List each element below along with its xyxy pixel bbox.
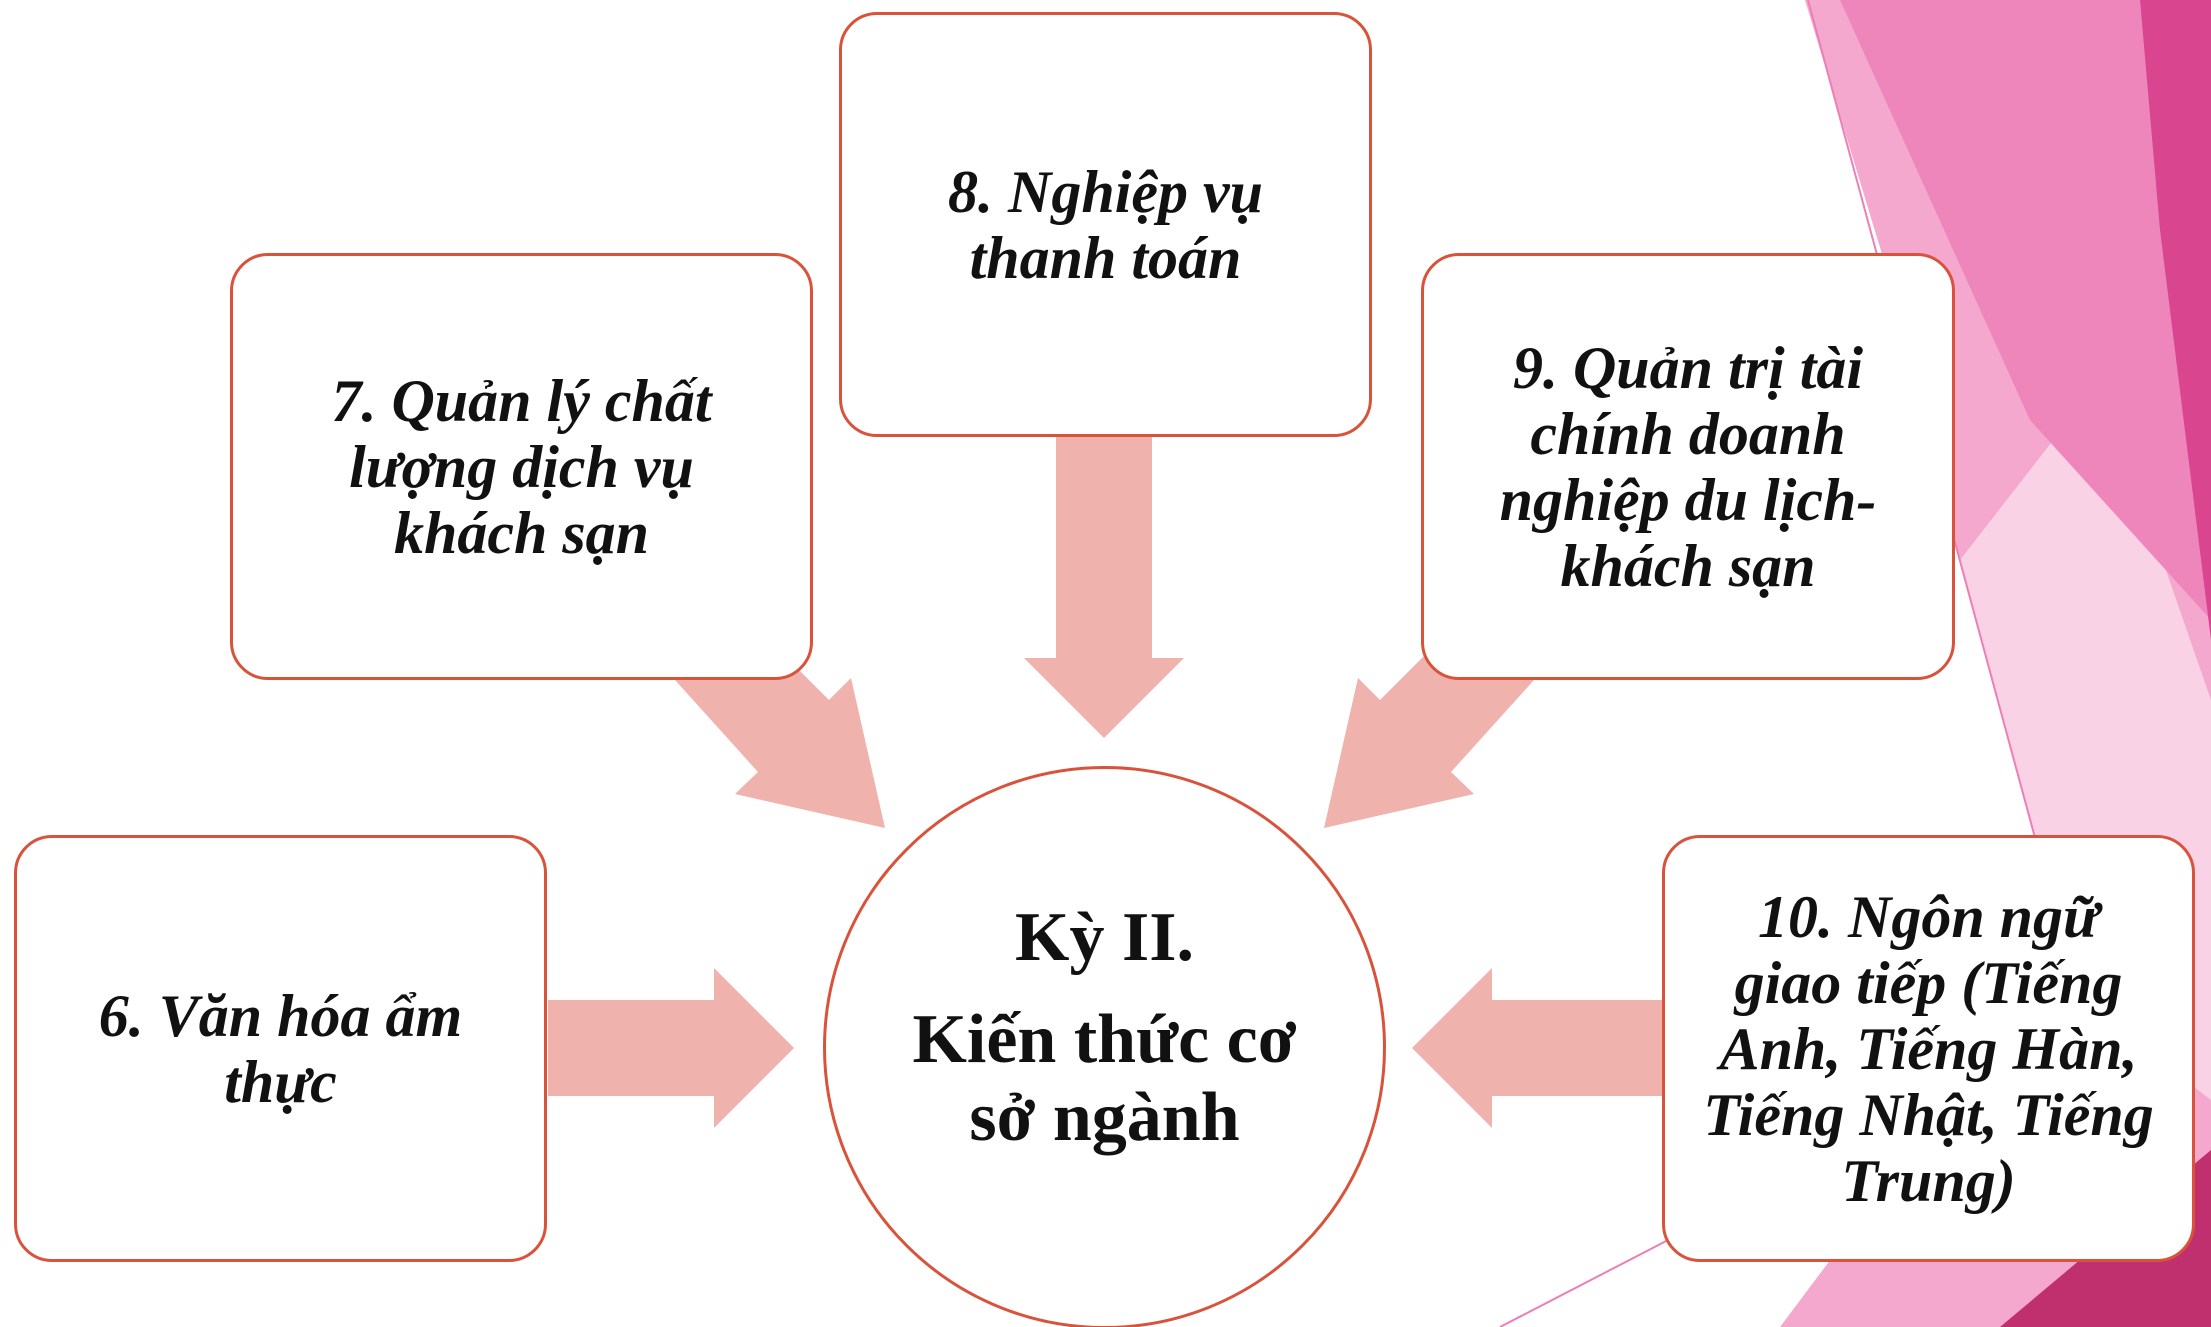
arrow-from-course-10 — [1412, 968, 1662, 1128]
course-box-7: 7. Quản lý chất lượng dịch vụ khách sạn — [230, 253, 813, 680]
course-label-6: 6. Văn hóa ẩm thực — [98, 982, 463, 1115]
bg-decoration-strong — [2140, 0, 2211, 640]
bg-decoration-mid — [1840, 0, 2211, 620]
course-box-10: 10. Ngôn ngữ giao tiếp (Tiếng Anh, Tiếng… — [1662, 835, 2195, 1262]
course-label-10: 10. Ngôn ngữ giao tiếp (Tiếng Anh, Tiếng… — [1703, 883, 2154, 1214]
course-label-8: 8. Nghiệp vụ thanh toán — [948, 158, 1263, 291]
course-label-9: 9. Quản trị tài chính doanh nghiệp du lị… — [1499, 334, 1877, 599]
course-box-6: 6. Văn hóa ẩm thực — [14, 835, 547, 1262]
center-title: Kỳ II. — [1015, 898, 1194, 976]
course-box-8: 8. Nghiệp vụ thanh toán — [839, 12, 1372, 437]
arrow-from-course-8 — [1024, 430, 1184, 738]
arrow-from-course-6 — [548, 968, 794, 1128]
center-semester-circle: Kỳ II. Kiến thức cơ sở ngành — [823, 766, 1386, 1327]
course-box-9: 9. Quản trị tài chính doanh nghiệp du lị… — [1421, 253, 1955, 680]
course-label-7: 7. Quản lý chất lượng dịch vụ khách sạn — [331, 367, 712, 566]
center-subtitle: Kiến thức cơ sở ngành — [912, 1000, 1297, 1156]
